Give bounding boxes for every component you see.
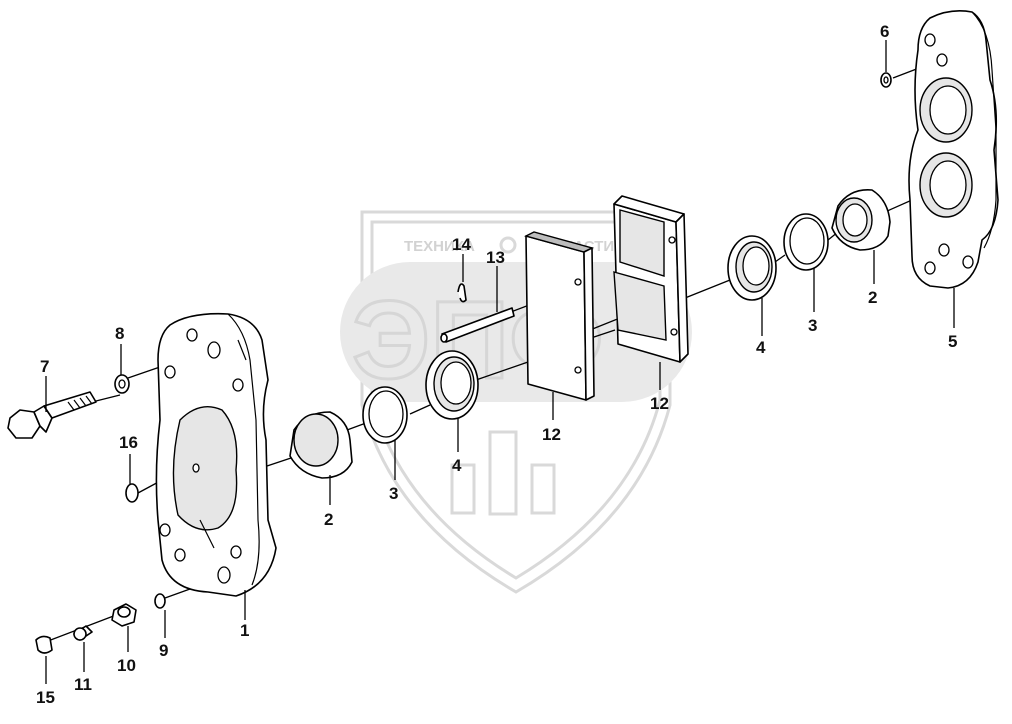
callout-leaders (45, 40, 955, 684)
watermark-text-left: ТЕХНИКА (404, 238, 475, 255)
watermark-shield (360, 210, 672, 594)
callout-14: 14 (452, 235, 471, 254)
callout-3-right: 3 (808, 316, 817, 335)
callout-11: 11 (74, 675, 92, 694)
retaining-clip-14 (457, 283, 467, 303)
dust-boot-left (425, 350, 479, 420)
seal-right (783, 213, 829, 271)
callout-5: 5 (948, 332, 957, 351)
washer-6 (880, 72, 892, 88)
callout-12-front: 12 (542, 425, 561, 444)
brake-pad-front (524, 231, 595, 401)
callout-2-right: 2 (868, 288, 877, 307)
callout-8: 8 (115, 324, 124, 343)
watermark-gear-icon (499, 236, 517, 254)
callout-4-right: 4 (756, 338, 766, 357)
callout-2-left: 2 (324, 510, 333, 529)
watermark-bars (450, 430, 556, 516)
guide-pin-13 (440, 307, 515, 343)
dust-boot-right (727, 235, 777, 301)
callout-4-left: 4 (452, 456, 462, 475)
callout-9: 9 (159, 641, 168, 660)
caliper-housing-left (155, 312, 277, 597)
callout-6: 6 (880, 22, 889, 41)
watermark-band (340, 262, 692, 402)
piston-right (831, 189, 891, 251)
callout-10: 10 (117, 656, 136, 675)
washer-9 (154, 593, 166, 609)
callout-15: 15 (36, 688, 55, 707)
callout-3-left: 3 (389, 484, 398, 503)
piston-left (289, 411, 353, 479)
bleeder-screw-11 (73, 625, 93, 641)
callout-16: 16 (119, 433, 138, 452)
brake-pad-rear (613, 195, 689, 363)
dust-cap-15 (35, 635, 53, 654)
washer-8 (114, 374, 130, 394)
caliper-housing-right (908, 10, 999, 289)
callout-7: 7 (40, 357, 49, 376)
washer-16 (125, 483, 139, 503)
callout-labels: 1 2 2 3 3 4 4 5 6 7 8 9 10 11 12 12 13 1… (36, 22, 957, 707)
callout-12-rear: 12 (650, 394, 669, 413)
seal-left (362, 386, 408, 444)
bleeder-valve-10 (111, 603, 137, 627)
callout-13: 13 (486, 248, 505, 267)
callout-1: 1 (240, 621, 249, 640)
bolt-part (7, 391, 97, 439)
